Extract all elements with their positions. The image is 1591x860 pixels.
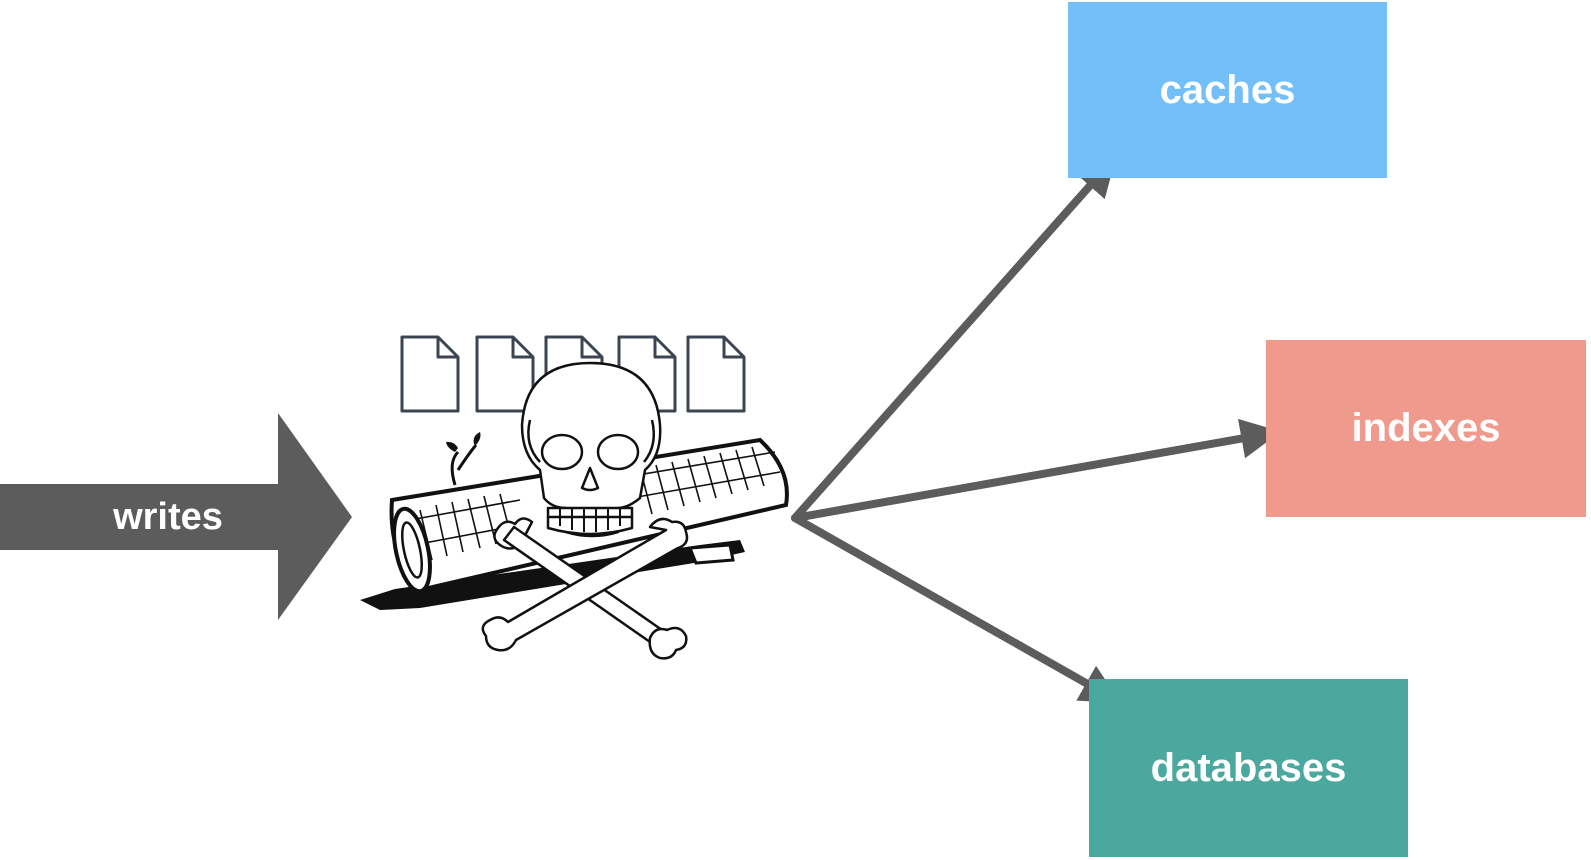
- caches-label: caches: [1159, 67, 1296, 112]
- databases-box: databases: [1089, 679, 1408, 857]
- indexes-label: indexes: [1351, 406, 1501, 450]
- document-icon: [475, 335, 535, 413]
- skull-and-crossbones-icon: [481, 361, 689, 660]
- document-icon: [400, 335, 460, 413]
- arrow-to-caches: [791, 156, 1117, 522]
- databases-label: databases: [1150, 745, 1347, 790]
- arrow-to-indexes: [791, 418, 1281, 522]
- fanout-arrows: [791, 156, 1281, 703]
- caches-box: caches: [1068, 2, 1387, 178]
- writes-label: writes: [113, 495, 223, 538]
- document-icon: [686, 335, 746, 413]
- bone-icon: [481, 517, 689, 652]
- indexes-box: indexes: [1266, 340, 1586, 517]
- arrow-to-databases: [791, 514, 1121, 703]
- writes-arrow: [0, 413, 352, 620]
